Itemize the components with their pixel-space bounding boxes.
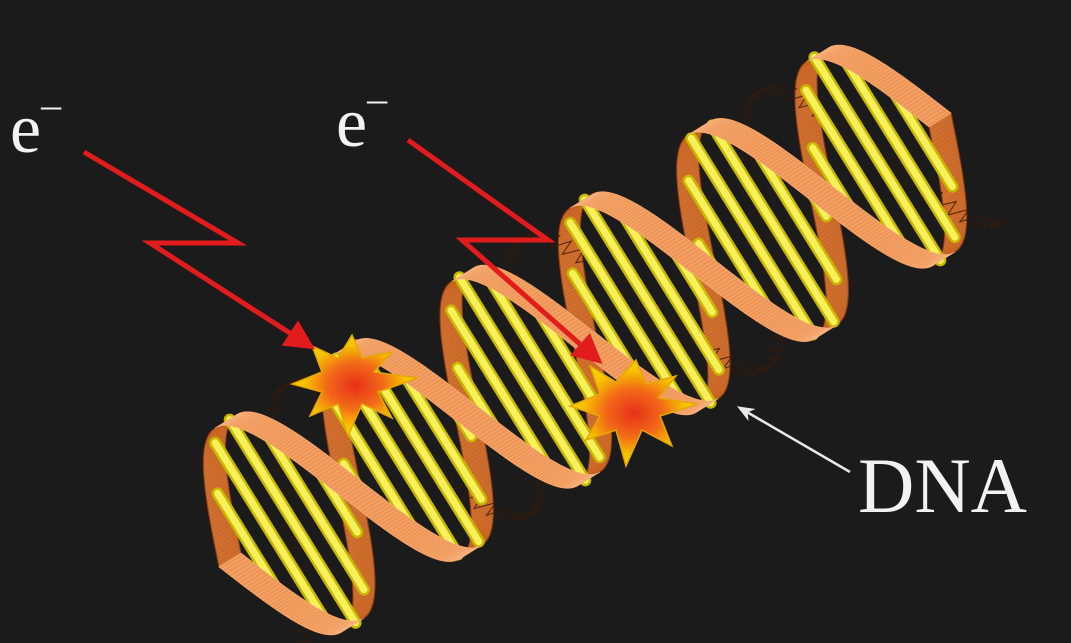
- dna-label: DNA: [858, 442, 1027, 529]
- electron-label-1: e–: [10, 82, 62, 168]
- dna-double-helix: [203, 45, 1007, 643]
- electron-arrow-1: [84, 152, 310, 346]
- dna-pointer-arrow: [740, 408, 850, 472]
- electron-label-2: e–: [336, 76, 388, 162]
